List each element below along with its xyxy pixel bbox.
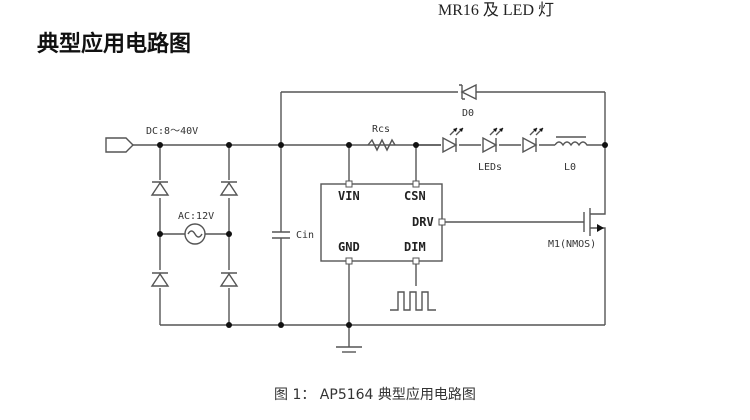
drv-pin [438, 218, 446, 226]
dim-label: DIM [404, 240, 426, 254]
input-connector [105, 137, 134, 153]
csn-label: CSN [404, 189, 426, 203]
pwm-signal-icon [390, 291, 436, 311]
rcs-label: Rcs [372, 124, 390, 135]
d0-label: D0 [462, 108, 474, 119]
led-3 [521, 127, 544, 154]
dc-label: DC:8～40V [146, 126, 198, 137]
cin-label: Cin [296, 230, 314, 241]
bridge-diode-3 [150, 270, 170, 288]
ac-label: AC:12V [178, 211, 214, 222]
vin-pin [345, 180, 353, 188]
drv-label: DRV [412, 215, 434, 229]
nmos-m1 [583, 208, 606, 325]
ac-source-icon [184, 223, 206, 245]
dim-pin [412, 257, 420, 265]
figure-caption: 图 1： AP5164 典型应用电路图 [274, 387, 476, 403]
junction-dots [157, 142, 608, 328]
schottky-diode-d0 [459, 83, 477, 101]
rcs-resistor [367, 138, 396, 152]
section-title: 典型应用电路图 [37, 32, 192, 57]
gnd-pin [345, 257, 353, 265]
bridge-diode-1 [150, 180, 170, 198]
bridge-diode-2 [219, 180, 239, 198]
bridge-diode-4 [219, 270, 239, 288]
page-header: MR16 及 LED 灯 [438, 2, 555, 19]
csn-pin [412, 180, 420, 188]
inductor-l0 [554, 141, 605, 147]
gnd-label: GND [338, 240, 360, 254]
m1-label: M1(NMOS) [548, 239, 596, 250]
led-2 [481, 127, 504, 154]
l0-label: L0 [564, 162, 576, 173]
vin-label: VIN [338, 189, 360, 203]
sine-icon [187, 230, 203, 238]
led-1 [441, 127, 464, 154]
leds-label: LEDs [478, 162, 502, 173]
